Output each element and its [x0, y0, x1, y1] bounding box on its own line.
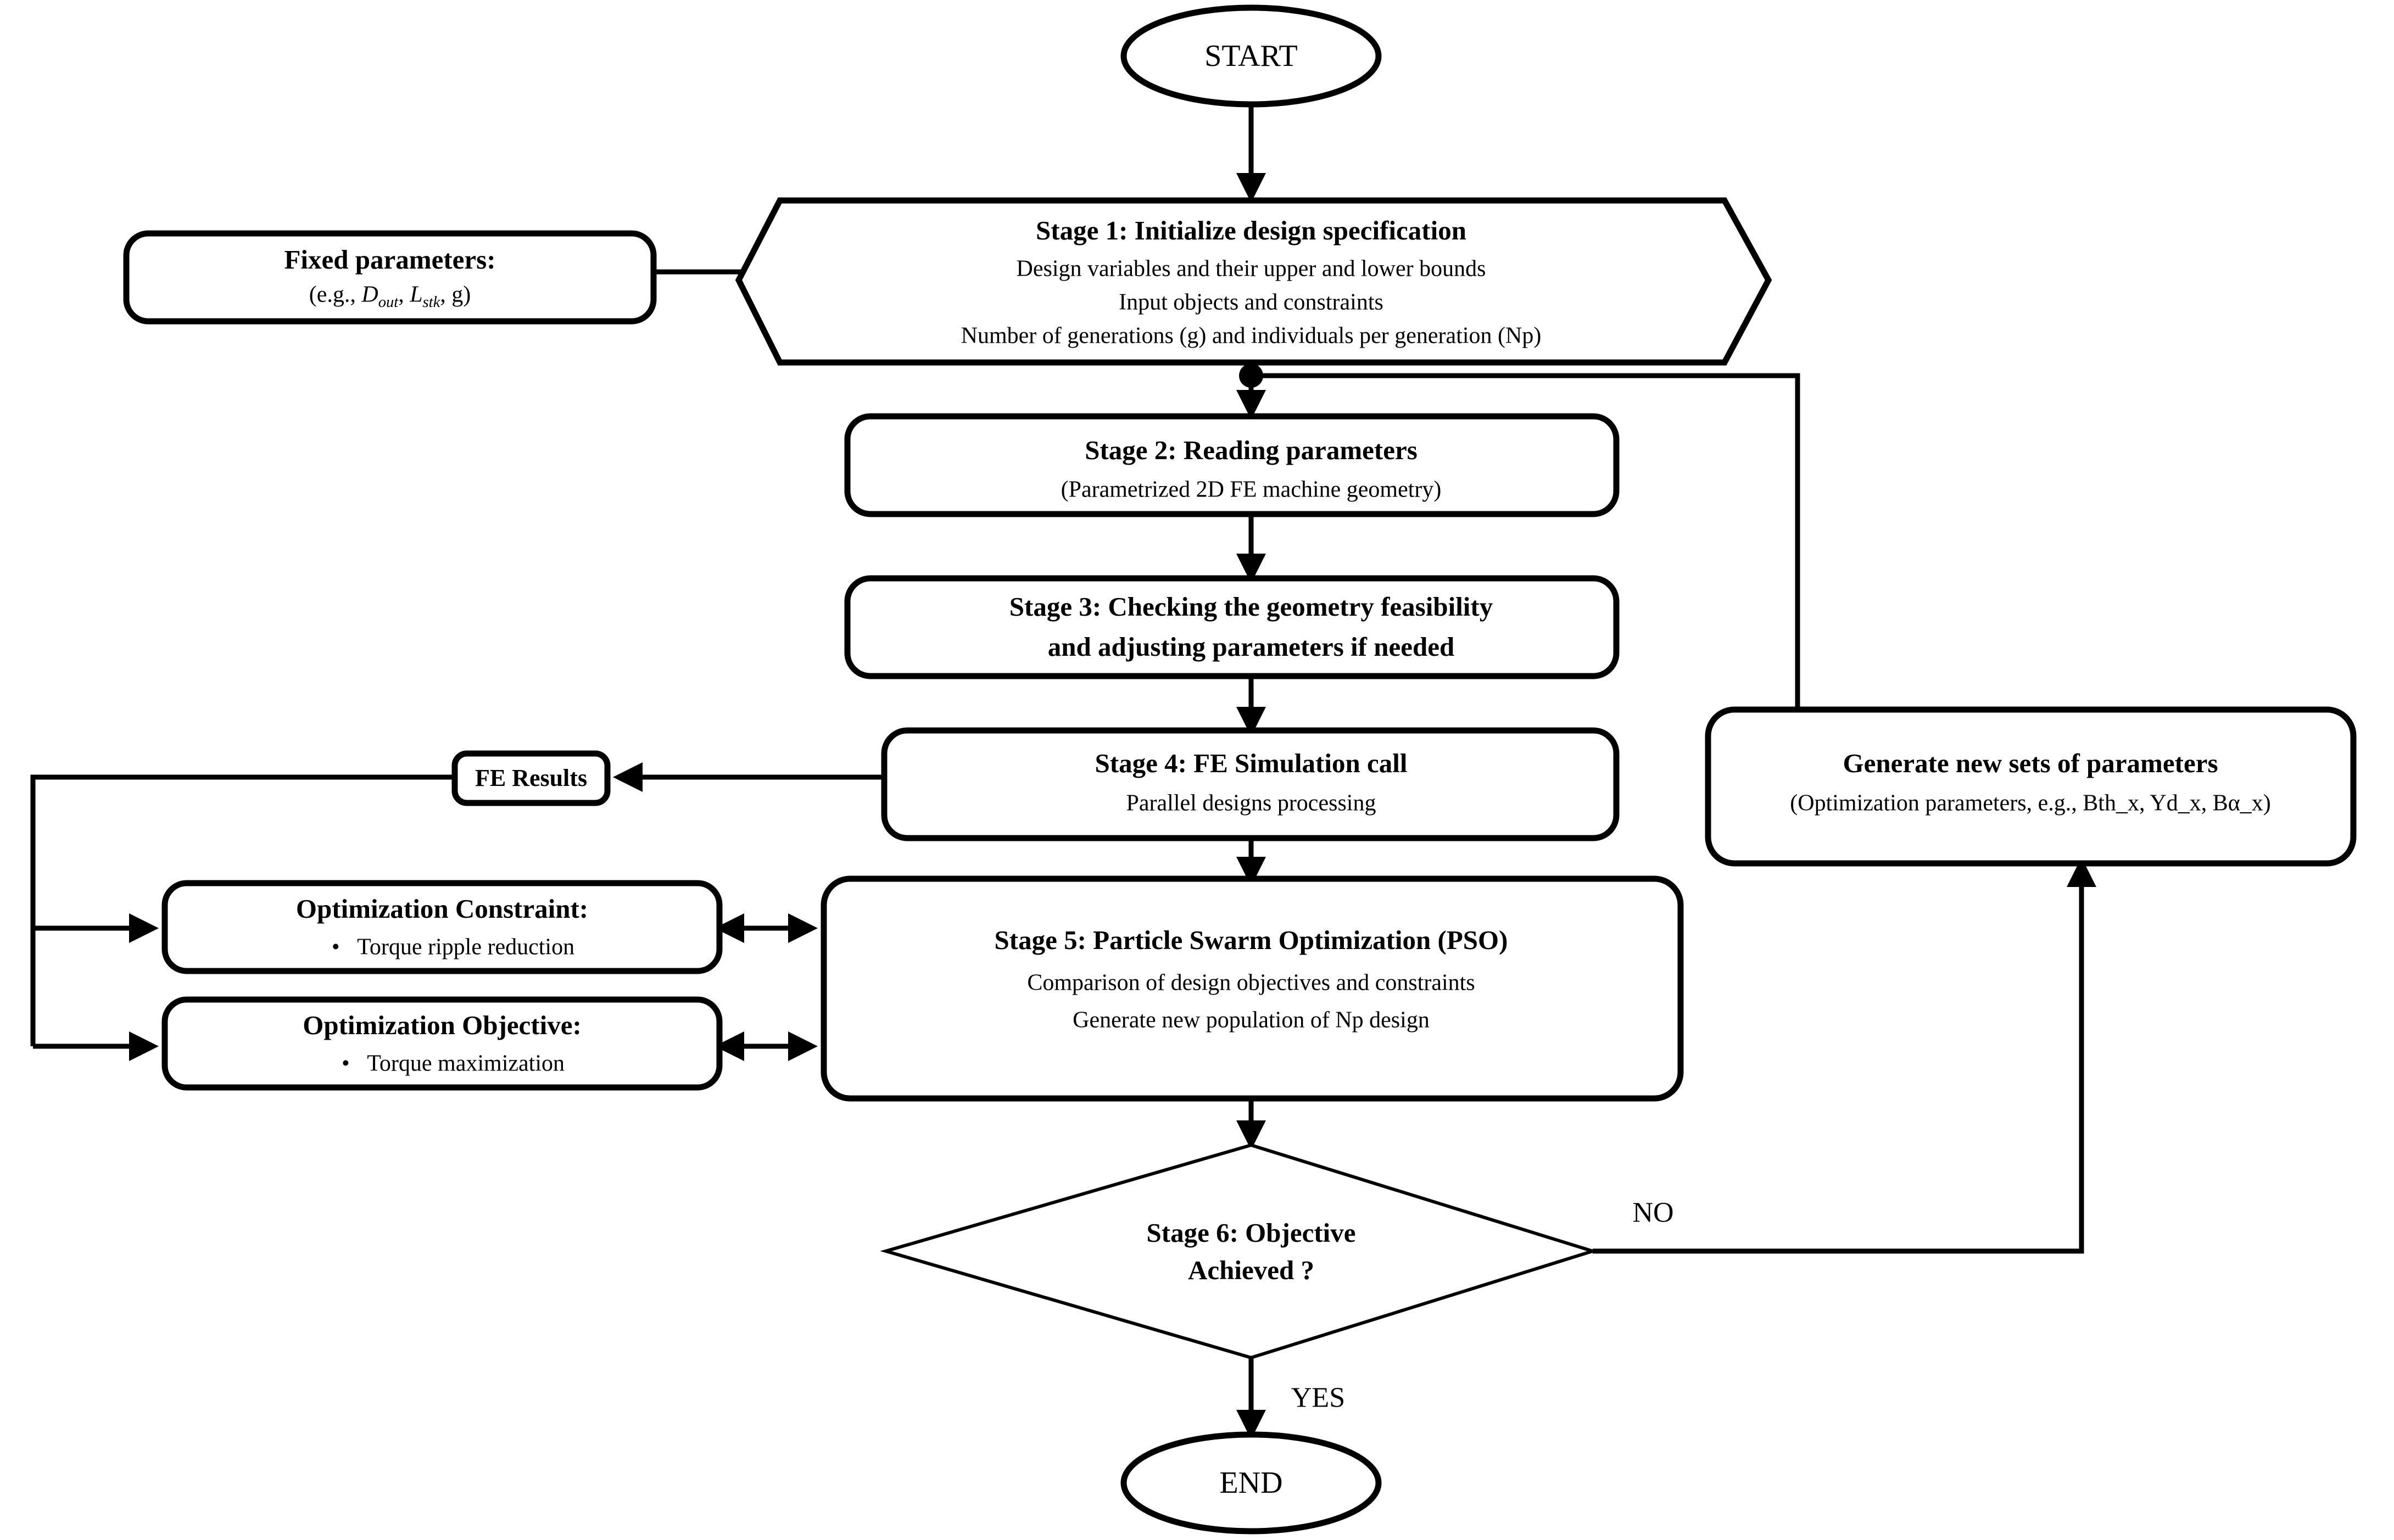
optimization-objective-title: Optimization Objective: — [303, 1010, 582, 1041]
stage1-line-3: Number of generations (g) and individual… — [961, 323, 1542, 349]
stage4-title: Stage 4: FE Simulation call — [1095, 748, 1408, 779]
node-stage1 — [735, 197, 1772, 366]
fp-var1-sub: out — [378, 293, 399, 311]
stage5-line-1: Comparison of design objectives and cons… — [1027, 970, 1475, 996]
node-stage2 — [844, 413, 1620, 517]
node-optimization-objective — [161, 996, 723, 1091]
fp-var3: g — [451, 282, 464, 308]
fe-results-label: FE Results — [475, 765, 588, 792]
stage6-title-line2: Achieved ? — [1188, 1255, 1314, 1286]
stage2-line-1: (Parametrized 2D FE machine geometry) — [1061, 477, 1442, 503]
optimization-constraint-item: • Torque ripple reduction — [332, 933, 574, 961]
fixed-parameters-title: Fixed parameters: — [284, 244, 496, 275]
objective-item-text: Torque maximization — [367, 1051, 565, 1076]
constraint-bullet-icon: • — [331, 934, 340, 960]
stage1-title: Stage 1: Initialize design specification — [1036, 215, 1466, 246]
node-stage4 — [881, 727, 1620, 841]
fixed-parameters-subtitle: (e.g., Dout, Lstk, g) — [309, 282, 471, 311]
constraint-item-text: Torque ripple reduction — [357, 934, 575, 960]
edge-no-to-generate — [1593, 857, 2096, 1254]
end-label: END — [1219, 1465, 1283, 1500]
stage6-title-line1: Stage 6: Objective — [1146, 1218, 1356, 1248]
generate-parameters-title: Generate new sets of parameters — [1843, 748, 2218, 779]
fp-var2-sub: stk — [422, 293, 440, 311]
node-start — [1120, 4, 1382, 108]
optimization-objective-item: • Torque maximization — [342, 1050, 565, 1078]
node-generate-parameters — [1705, 706, 2357, 867]
node-optimization-constraint — [161, 880, 723, 974]
node-stage6 — [880, 1143, 1599, 1360]
stage1-line-2: Input objects and constraints — [1119, 289, 1383, 315]
stage2-title: Stage 2: Reading parameters — [1085, 435, 1418, 466]
edge-generate-to-stage1-junction — [1251, 373, 1800, 710]
node-fixed-parameters — [123, 230, 657, 325]
edge-label-no: NO — [1632, 1197, 1674, 1229]
stage3-title-line1: Stage 3: Checking the geometry feasibili… — [1009, 592, 1493, 622]
fp-var1: D — [361, 282, 378, 308]
edge-label-yes: YES — [1291, 1382, 1346, 1414]
stage4-line-1: Parallel designs processing — [1126, 790, 1376, 816]
fp-var2: L — [410, 282, 423, 308]
edge-feresults-left-rail — [30, 774, 455, 1046]
stage5-title: Stage 5: Particle Swarm Optimization (PS… — [994, 925, 1508, 956]
optimization-constraint-title: Optimization Constraint: — [295, 894, 589, 924]
start-label: START — [1204, 38, 1298, 73]
stage1-line-1: Design variables and their upper and low… — [1016, 256, 1486, 282]
node-stage3 — [844, 575, 1620, 679]
stage3-title-line2: and adjusting parameters if needed — [1047, 632, 1455, 662]
objective-bullet-icon: • — [341, 1051, 350, 1076]
stage5-line-2: Generate new population of Np design — [1073, 1007, 1430, 1033]
node-end — [1120, 1431, 1382, 1535]
node-fe-results — [451, 750, 611, 806]
junction-dot — [1239, 364, 1263, 388]
fp-prefix: (e.g., — [309, 282, 362, 308]
node-stage5 — [821, 875, 1684, 1102]
fp-suffix: ) — [463, 282, 471, 308]
generate-parameters-line-1: (Optimization parameters, e.g., Bth_x, Y… — [1790, 790, 2271, 816]
